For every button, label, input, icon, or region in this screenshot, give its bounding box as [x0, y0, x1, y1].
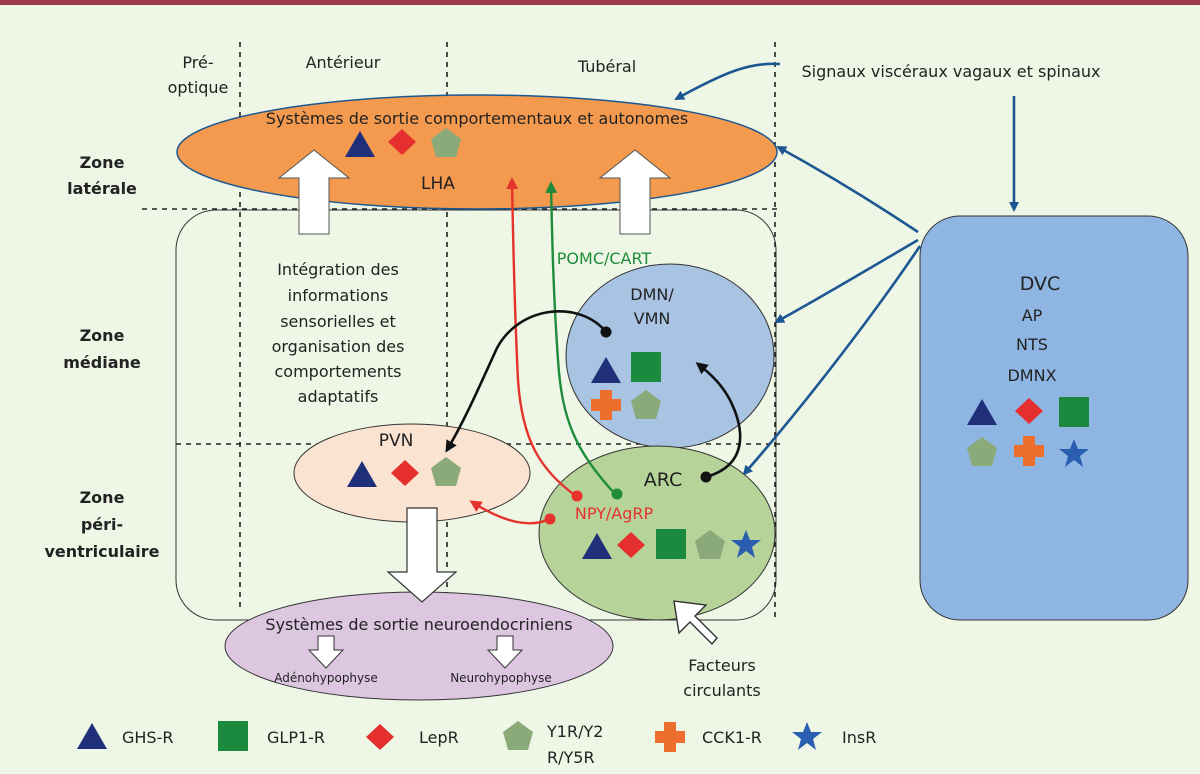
zone-mediane-1: Zone	[80, 326, 125, 345]
legend-insr-label: InsR	[842, 728, 876, 747]
legend-y-receptor-icon	[503, 721, 533, 750]
dmn-glp1r-icon	[631, 352, 661, 382]
arc-label: ARC	[644, 469, 683, 491]
pomc-cart-label: POMC/CART	[557, 249, 652, 268]
zone-periv-1: Zone	[80, 488, 125, 507]
dvc-dmnx: DMNX	[1007, 366, 1056, 385]
dvc-title: DVC	[1020, 273, 1061, 295]
neuro-label: Neurohypophyse	[450, 671, 552, 685]
neuro-arrow	[486, 635, 524, 669]
legend-insr-icon	[792, 722, 822, 750]
dvc-glp1r-icon	[1059, 397, 1089, 427]
zone-mediane-2: médiane	[63, 353, 141, 372]
arc-glp1r-icon	[656, 529, 686, 559]
neuroendocrine-title: Systèmes de sortie neuroendocriniens	[265, 615, 572, 634]
dmn-label-1: DMN/	[630, 285, 674, 304]
facteurs-arrow	[673, 600, 718, 646]
integration-line-1: Intégration des	[277, 260, 399, 279]
legend-cck1r-label: CCK1-R	[702, 728, 762, 747]
zone-laterale-1: Zone	[80, 153, 125, 172]
column-anterieur: Antérieur	[306, 53, 381, 72]
integration-line-5: comportements	[275, 362, 402, 381]
dmn-black-node	[600, 326, 612, 338]
dmn-label-2: VMN	[634, 309, 671, 328]
lha-label: LHA	[421, 174, 455, 194]
dvc-box	[919, 215, 1189, 621]
integration-line-2: informations	[288, 286, 389, 305]
integration-line-3: sensorielles et	[280, 312, 396, 331]
projection-lines	[469, 177, 616, 525]
npy-agrp-label: NPY/AgRP	[575, 504, 654, 523]
zone-laterale-2: latérale	[67, 179, 137, 198]
column-preoptique-2: optique	[168, 78, 229, 97]
black-arrows	[445, 310, 742, 479]
adeno-arrow	[307, 635, 345, 669]
legend-glp1r-label: GLP1-R	[267, 728, 325, 747]
adeno-label: Adénohypophyse	[274, 671, 378, 685]
legend-y-receptor-label-1: Y1R/Y2	[546, 722, 603, 741]
legend-glp1r-icon	[218, 721, 248, 751]
legend-ghsr-icon	[77, 723, 107, 749]
arc-black-node	[700, 471, 712, 483]
visceral-signals-label: Signaux viscéraux vagaux et spinaux	[802, 62, 1101, 81]
legend-lepr-icon	[366, 724, 394, 750]
integration-text: Intégration des informations sensorielle…	[272, 260, 405, 406]
upward-block-arrow-left	[277, 149, 351, 235]
lha-title: Systèmes de sortie comportementaux et au…	[266, 109, 688, 128]
legend-ghsr-label: GHS-R	[122, 728, 173, 747]
legend-lepr-label: LepR	[419, 728, 459, 747]
npy-red-node	[571, 490, 583, 502]
blue-arrows	[674, 62, 1019, 476]
facteurs-label-2: circulants	[683, 681, 760, 700]
facteurs-label-1: Facteurs	[688, 656, 756, 675]
legend-y-receptor-label-2: R/Y5R	[547, 748, 595, 767]
column-tuberal: Tubéral	[577, 57, 636, 76]
npy-pvn-node	[544, 513, 556, 525]
dvc-nts: NTS	[1016, 335, 1048, 354]
upward-block-arrow-right	[598, 149, 672, 235]
legend: GHS-R GLP1-R LepR Y1R/Y2 R/Y5R CCK1-R In…	[77, 721, 876, 767]
integration-line-6: adaptatifs	[298, 387, 379, 406]
zone-periv-3: ventriculaire	[44, 542, 159, 561]
pvn-to-neuroendo-arrow	[386, 507, 458, 603]
zone-periv-2: péri-	[81, 515, 123, 534]
column-preoptique-1: Pré-	[182, 53, 213, 72]
legend-cck1r-icon	[655, 722, 685, 752]
pomc-green-node	[611, 488, 623, 500]
dvc-ap: AP	[1022, 306, 1043, 325]
top-bar	[0, 0, 1200, 5]
integration-line-4: organisation des	[272, 337, 405, 356]
pvn-label: PVN	[379, 431, 414, 451]
